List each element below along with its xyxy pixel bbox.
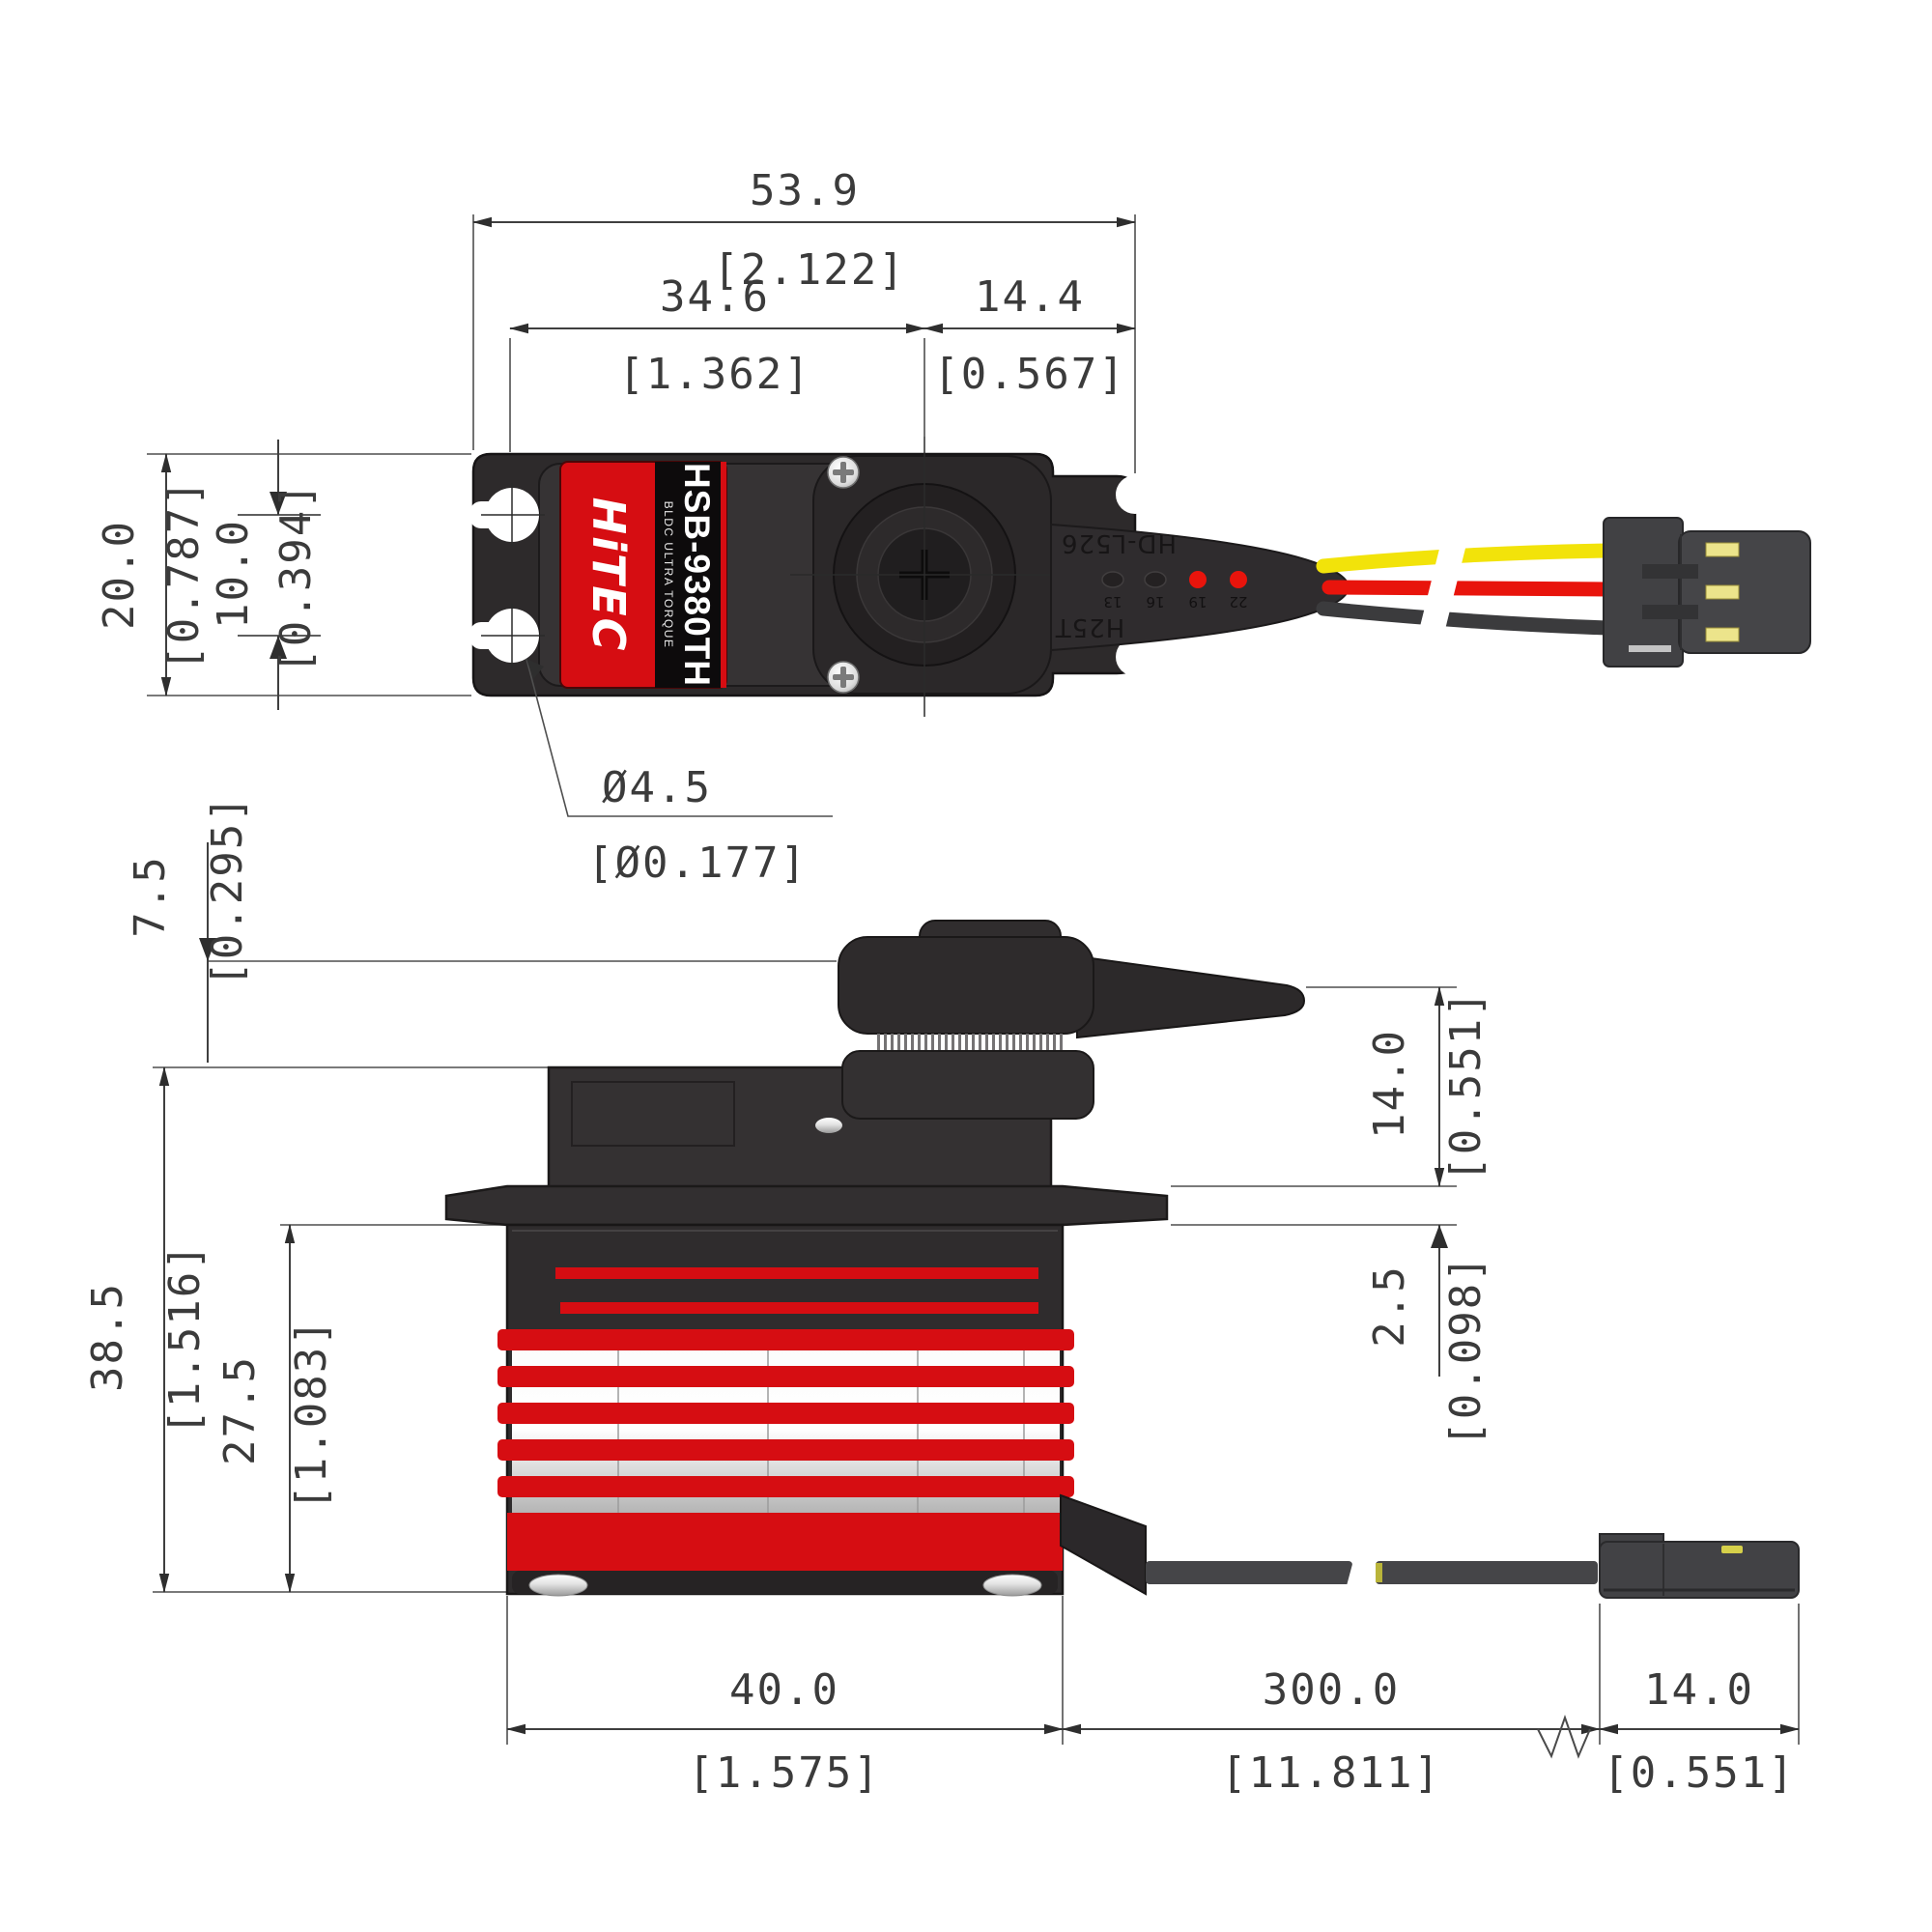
strain-relief bbox=[1060, 1493, 1147, 1596]
connector-pin-1 bbox=[1705, 542, 1740, 557]
mounting-hole-bottom-left bbox=[469, 604, 545, 668]
red-accent-line-1 bbox=[555, 1267, 1038, 1279]
case-width-mm: 20.0 bbox=[95, 520, 144, 630]
body-height-inch: [1.083] bbox=[287, 1318, 336, 1510]
horn-arm bbox=[1076, 954, 1306, 1039]
flange-thickness-mm: 2.5 bbox=[1365, 1264, 1414, 1347]
tab-notch-top bbox=[1116, 475, 1154, 514]
wire-black bbox=[1316, 601, 1615, 636]
mold-code-top: HD-L526 bbox=[1061, 528, 1177, 557]
red-accent-line-2 bbox=[560, 1302, 1038, 1314]
hole-diameter-inch: [Ø0.177] bbox=[587, 838, 808, 888]
connector-length-inch: [0.551] bbox=[1603, 1748, 1795, 1798]
dim-overall-length: 53.9 [2.122] bbox=[472, 166, 1136, 473]
shaft-to-edge-mm: 14.4 bbox=[975, 272, 1085, 322]
top-view: 53.9 [2.122] 34.6 [1.362] 14.4 [0.567] 2… bbox=[95, 166, 1811, 888]
horn-to-flange-inch: [0.551] bbox=[1441, 989, 1491, 1181]
servo-case-side bbox=[444, 920, 1800, 1605]
servo-horn bbox=[815, 920, 1306, 1133]
dim-flange-thickness: 2.5 [0.098] bbox=[1171, 1224, 1491, 1447]
brand-logo-text: HiTEC bbox=[582, 497, 635, 653]
dim-hole-pitch: 10.0 [0.394] bbox=[209, 440, 321, 710]
dim-overall-height: 38.5 [1.516] bbox=[83, 1066, 560, 1593]
screw-bottom bbox=[827, 661, 860, 694]
dim-horn-height: 7.5 [0.295] bbox=[126, 794, 837, 1063]
horn-to-flange-mm: 14.0 bbox=[1365, 1029, 1414, 1139]
flange-thickness-inch: [0.098] bbox=[1441, 1254, 1491, 1446]
dim-body-length: 40.0 [1.575] bbox=[506, 1596, 1064, 1798]
date-mark-label-4: 22 bbox=[1229, 593, 1247, 611]
chrome-foot-left bbox=[528, 1574, 588, 1597]
dim-connector-length: 14.0 [0.551] bbox=[1599, 1604, 1800, 1798]
connector-side bbox=[1599, 1533, 1800, 1599]
dim-shaft-to-edge: 14.4 [0.567] bbox=[923, 272, 1136, 399]
case-width-inch: [0.787] bbox=[159, 478, 209, 670]
overall-length-mm: 53.9 bbox=[750, 166, 860, 215]
connector-top bbox=[1603, 517, 1811, 668]
servo-case-top: HiTEC BLDC ULTRA TORQUE HSB-9380TH bbox=[469, 437, 1154, 717]
cable-break-band bbox=[1343, 1540, 1378, 1605]
mounting-hole-top-left bbox=[469, 483, 545, 547]
chrome-foot-right bbox=[982, 1574, 1042, 1597]
dim-cable-length: 300.0 [11.811] bbox=[1062, 1604, 1601, 1798]
dim-hole-to-shaft: 34.6 [1.362] bbox=[509, 272, 925, 452]
mounting-flange bbox=[444, 1184, 1169, 1227]
body-length-mm: 40.0 bbox=[729, 1665, 839, 1715]
horn-height-mm: 7.5 bbox=[126, 855, 175, 937]
shaft-drum bbox=[841, 1050, 1094, 1120]
dim-body-height: 27.5 [1.083] bbox=[215, 1224, 510, 1593]
screw-top bbox=[827, 456, 860, 489]
dim-hole-diameter: Ø4.5 [Ø0.177] bbox=[526, 658, 833, 888]
hole-to-shaft-mm: 34.6 bbox=[660, 272, 770, 322]
cable-length-inch: [11.811] bbox=[1221, 1748, 1441, 1798]
hole-to-shaft-inch: [1.362] bbox=[618, 350, 810, 399]
dim-horn-to-flange: 14.0 [0.551] bbox=[1171, 986, 1491, 1187]
body-height-mm: 27.5 bbox=[215, 1355, 265, 1465]
output-shaft bbox=[790, 437, 1070, 717]
connector-pin-3 bbox=[1705, 627, 1740, 642]
side-view: 7.5 [0.295] 38.5 [1.516] 27.5 [1.083] bbox=[83, 794, 1800, 1798]
cable-assembly-top: HD-L526 H25T 13 16 19 22 bbox=[1050, 517, 1811, 668]
label-model: HSB-9380TH bbox=[677, 463, 717, 687]
date-mark-label-3: 19 bbox=[1188, 593, 1207, 611]
date-mark-label-1: 13 bbox=[1103, 593, 1122, 611]
date-mark-label-2: 16 bbox=[1146, 593, 1164, 611]
label-sticker: HiTEC BLDC ULTRA TORQUE HSB-9380TH bbox=[559, 461, 727, 689]
dim-case-width: 20.0 [0.787] bbox=[95, 453, 471, 696]
bottom-band bbox=[512, 1571, 1058, 1594]
overall-length-inch: [2.122] bbox=[713, 245, 905, 295]
shaft-to-edge-inch: [0.567] bbox=[933, 350, 1125, 399]
hole-pitch-mm: 10.0 bbox=[209, 519, 258, 629]
cable-length-mm: 300.0 bbox=[1263, 1665, 1400, 1715]
label-subtitle: BLDC ULTRA TORQUE bbox=[662, 501, 675, 649]
heatsink-fins bbox=[497, 1329, 1074, 1571]
tab-notch-bottom bbox=[1116, 638, 1154, 676]
wire-red bbox=[1321, 580, 1615, 597]
overall-height-mm: 38.5 bbox=[83, 1282, 132, 1392]
date-mark-dot-2 bbox=[1144, 571, 1167, 588]
date-mark-dot-1 bbox=[1101, 571, 1124, 588]
date-mark-dot-4 bbox=[1230, 571, 1247, 588]
cable-side-1 bbox=[1146, 1561, 1352, 1584]
connector-length-mm: 14.0 bbox=[1644, 1665, 1754, 1715]
wire-break-band bbox=[1414, 525, 1470, 654]
connector-pin-2 bbox=[1705, 584, 1740, 600]
red-lower-band bbox=[507, 1513, 1063, 1571]
body-length-inch: [1.575] bbox=[688, 1748, 880, 1798]
cable-side-2 bbox=[1376, 1561, 1598, 1584]
mold-code-bottom: H25T bbox=[1055, 612, 1125, 641]
overall-height-inch: [1.516] bbox=[160, 1242, 210, 1435]
hole-diameter-mm: Ø4.5 bbox=[602, 763, 712, 812]
wire-yellow bbox=[1316, 543, 1615, 574]
date-mark-dot-3 bbox=[1189, 571, 1207, 588]
hole-pitch-inch: [0.394] bbox=[271, 481, 321, 673]
horn-height-inch: [0.295] bbox=[203, 794, 252, 986]
